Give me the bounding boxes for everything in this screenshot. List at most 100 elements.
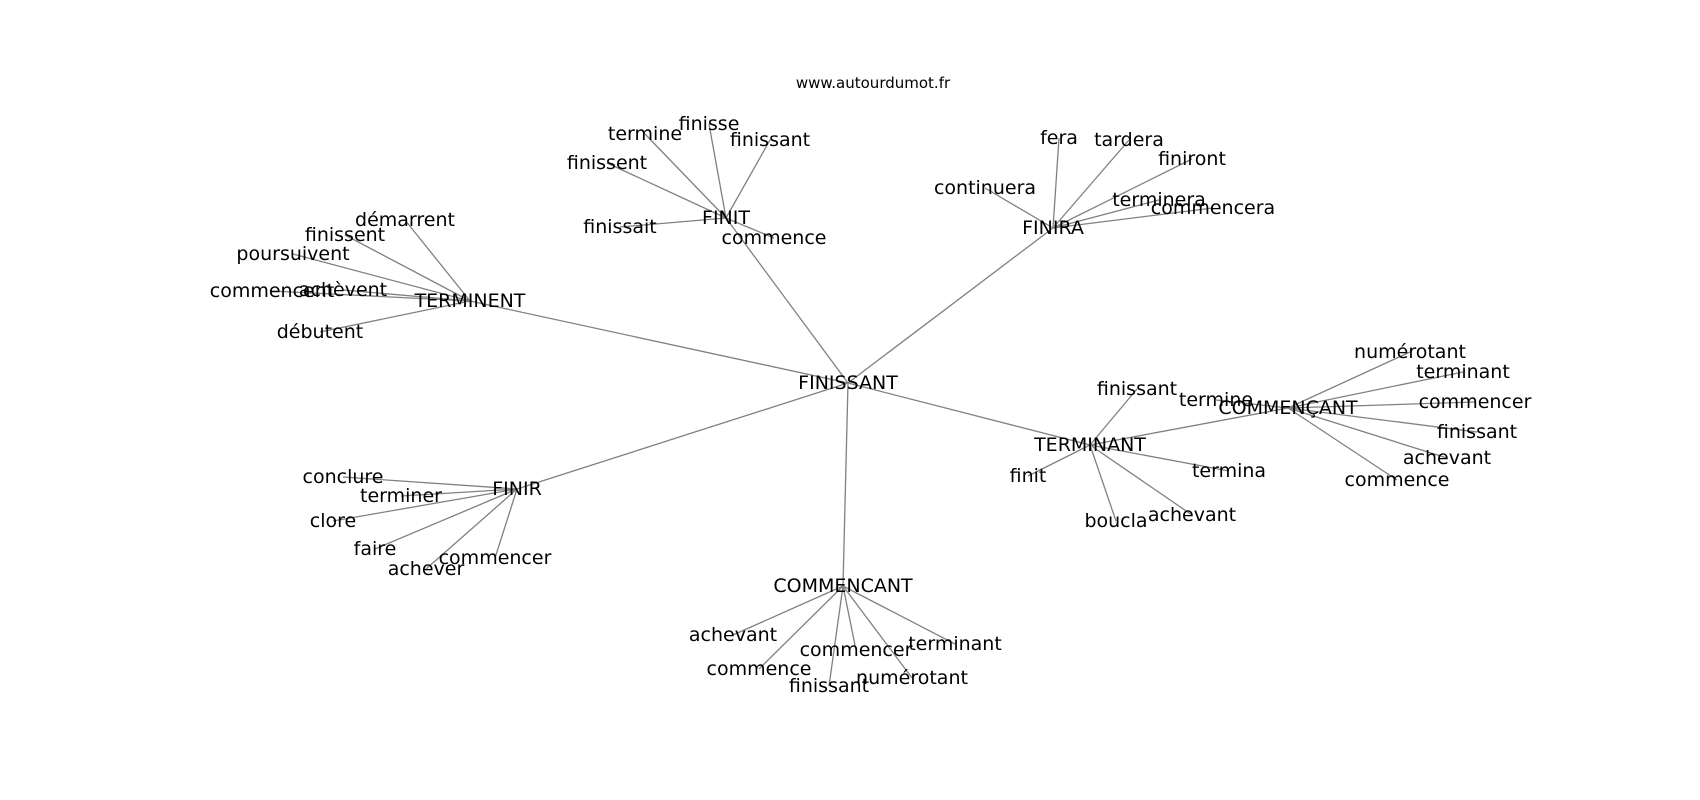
edge-commencant-achevant xyxy=(1287,407,1448,459)
node-leaf-terminant-termina[interactable]: termina xyxy=(1192,460,1266,482)
node-leaf-finira-fera[interactable]: fera xyxy=(1040,127,1078,149)
node-center-finissant[interactable]: FINISSANT xyxy=(798,372,898,394)
label-layer: www.autourdumot.fr FINISSANT TERMINENT dém… xyxy=(210,74,1532,697)
node-hub-terminant[interactable]: TERMINANT xyxy=(1033,434,1146,456)
edge-commencant-commencer xyxy=(1287,401,1476,409)
edge-terminant-finissant xyxy=(1089,388,1138,446)
edge-finir-achever xyxy=(425,488,518,570)
edge-terminent-demarrent xyxy=(404,219,471,302)
node-leaf-terminent-commencent[interactable]: commencent xyxy=(210,280,334,302)
node-leaf-commencant-termine[interactable]: termine xyxy=(1179,389,1253,411)
node-leaf-commencant-commence[interactable]: commence xyxy=(707,658,812,680)
node-leaf-terminent-finissent[interactable]: finissent xyxy=(305,224,385,246)
edge-terminent-debutent xyxy=(319,300,471,333)
edge-terminant-commencant xyxy=(1089,407,1289,446)
edge-finissant-finir xyxy=(516,382,849,490)
edge-finit-finisse xyxy=(708,123,727,219)
node-leaf-commencant-achevant[interactable]: achevant xyxy=(1403,447,1491,469)
edge-finit-finissant xyxy=(725,139,771,219)
edge-finissant-terminent xyxy=(469,300,849,384)
edge-finit-finissait xyxy=(619,217,727,228)
edge-commencant-terminant xyxy=(842,585,956,645)
edge-terminent-finissent xyxy=(344,234,471,302)
node-leaf-finir-conclure[interactable]: conclure xyxy=(303,466,384,488)
edge-commencant-numerotant xyxy=(842,585,913,679)
node-leaf-finit-finissant[interactable]: finissant xyxy=(730,129,810,151)
edge-finira-continuera xyxy=(984,187,1054,229)
node-leaf-commencant-terminant[interactable]: terminant xyxy=(908,633,1002,655)
edge-commencant-termine xyxy=(1215,399,1289,409)
node-leaf-finit-finissait[interactable]: finissait xyxy=(583,216,656,238)
node-leaf-terminant-boucla[interactable]: boucla xyxy=(1084,510,1147,532)
node-leaf-finir-terminer[interactable]: terminer xyxy=(360,485,442,507)
node-leaf-commencant-achevant[interactable]: achevant xyxy=(689,624,777,646)
edge-terminant-achevant xyxy=(1089,444,1193,516)
node-leaf-finira-terminera[interactable]: terminera xyxy=(1112,189,1206,211)
node-leaf-finir-clore[interactable]: clore xyxy=(310,510,356,532)
node-leaf-commencant-commencer[interactable]: commencer xyxy=(800,639,913,661)
node-leaf-commencant-commencer[interactable]: commencer xyxy=(1419,391,1532,413)
node-leaf-finira-commencera[interactable]: commencera xyxy=(1151,197,1275,219)
edge-terminant-finit xyxy=(1027,444,1091,477)
edge-finira-commencera xyxy=(1052,207,1214,229)
edge-commencant-commencer xyxy=(842,585,857,651)
node-leaf-terminant-finit[interactable]: finit xyxy=(1010,465,1047,487)
node-hub-finira[interactable]: FINIRA xyxy=(1022,217,1084,239)
node-leaf-finir-faire[interactable]: faire xyxy=(354,538,397,560)
node-leaf-commencant-numerotant[interactable]: numérotant xyxy=(856,667,968,689)
node-leaf-finit-finisse[interactable]: finisse xyxy=(679,113,740,135)
node-leaf-finir-commencer[interactable]: commencer xyxy=(439,547,552,569)
node-leaf-terminent-demarrent[interactable]: démarrent xyxy=(355,209,455,231)
edge-commencant-numerotant xyxy=(1287,351,1411,409)
node-leaf-finira-tardera[interactable]: tardera xyxy=(1094,129,1164,151)
node-hub-commencant[interactable]: COMMENÇANT xyxy=(1218,397,1358,419)
edge-finir-conclure xyxy=(342,476,518,490)
edge-finissant-terminant xyxy=(847,382,1091,446)
node-hub-finir[interactable]: FINIR xyxy=(492,478,542,500)
edge-terminant-termina xyxy=(1089,444,1230,472)
node-leaf-finit-termine[interactable]: termine xyxy=(608,123,682,145)
node-leaf-terminent-achevent[interactable]: achèvent xyxy=(299,279,387,301)
node-leaf-commencant-numerotant[interactable]: numérotant xyxy=(1354,341,1466,363)
source-label[interactable]: www.autourdumot.fr xyxy=(796,74,951,92)
node-leaf-finira-continuera[interactable]: continuera xyxy=(934,177,1036,199)
edge-finir-clore xyxy=(332,488,518,522)
edge-commencant-achevant xyxy=(732,585,844,636)
edge-finir-commencer xyxy=(494,488,518,559)
edge-finira-terminera xyxy=(1052,199,1160,229)
edge-finir-terminer xyxy=(400,488,518,497)
node-leaf-commencant-finissant[interactable]: finissant xyxy=(789,675,869,697)
node-leaf-terminent-debutent[interactable]: débutent xyxy=(277,321,363,343)
edge-finira-fera xyxy=(1052,137,1060,229)
node-leaf-commencant-terminant[interactable]: terminant xyxy=(1416,361,1510,383)
node-leaf-finir-achever[interactable]: achever xyxy=(388,558,465,580)
edge-finir-faire xyxy=(374,488,518,550)
node-leaf-commencant-commence[interactable]: commence xyxy=(1345,469,1450,491)
node-hub-terminent[interactable]: TERMINENT xyxy=(414,290,526,312)
edge-finissant-commencant xyxy=(842,382,849,587)
edge-finissant-finit xyxy=(725,217,849,384)
edge-commencant-commence xyxy=(1287,407,1398,481)
edge-finissant-finira xyxy=(847,227,1054,384)
node-leaf-finira-finiront[interactable]: finiront xyxy=(1158,148,1226,170)
node-hub-commencant[interactable]: COMMENCANT xyxy=(773,575,913,597)
node-leaf-finit-commence[interactable]: commence xyxy=(722,227,827,249)
edge-commencant-terminant xyxy=(1287,371,1464,409)
edge-finira-finiront xyxy=(1052,158,1193,229)
edge-terminant-boucla xyxy=(1089,444,1117,522)
edge-commencant-finissant xyxy=(1287,407,1478,433)
node-leaf-terminant-achevant[interactable]: achevant xyxy=(1148,504,1236,526)
edge-terminent-commencent xyxy=(271,290,471,302)
edge-commencant-commence xyxy=(758,585,844,670)
node-leaf-terminent-poursuivent[interactable]: poursuivent xyxy=(236,243,349,265)
edge-terminent-poursuivent xyxy=(292,253,471,302)
node-leaf-terminant-finissant[interactable]: finissant xyxy=(1097,378,1177,400)
edge-finira-tardera xyxy=(1052,139,1130,229)
edge-finit-commence xyxy=(725,217,775,239)
node-hub-finit[interactable]: FINIT xyxy=(702,207,750,229)
node-leaf-commencant-finissant[interactable]: finissant xyxy=(1437,421,1517,443)
node-leaf-finit-finissent[interactable]: finissent xyxy=(567,152,647,174)
edge-layer xyxy=(271,123,1478,687)
edge-commencant-finissant xyxy=(828,585,844,687)
